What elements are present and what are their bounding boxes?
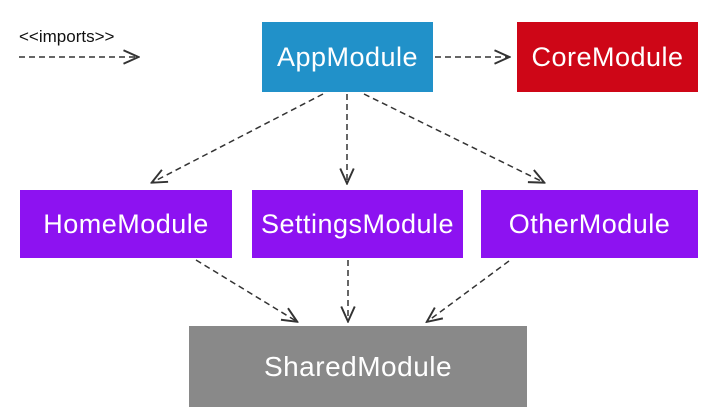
node-homemodule: HomeModule xyxy=(20,190,232,258)
node-sharedmodule: SharedModule xyxy=(189,326,527,407)
edge-appmodule-othermodule xyxy=(363,93,543,182)
node-appmodule: AppModule xyxy=(262,22,433,92)
node-othermodule: OtherModule xyxy=(481,190,698,258)
node-settingsmodule: SettingsModule xyxy=(252,190,463,258)
edge-homemodule-sharedmodule xyxy=(195,259,296,321)
edge-othermodule-sharedmodule xyxy=(428,260,510,321)
node-coremodule: CoreModule xyxy=(517,22,698,92)
edge-appmodule-homemodule xyxy=(153,93,324,182)
legend-label: <<imports>> xyxy=(19,27,115,46)
